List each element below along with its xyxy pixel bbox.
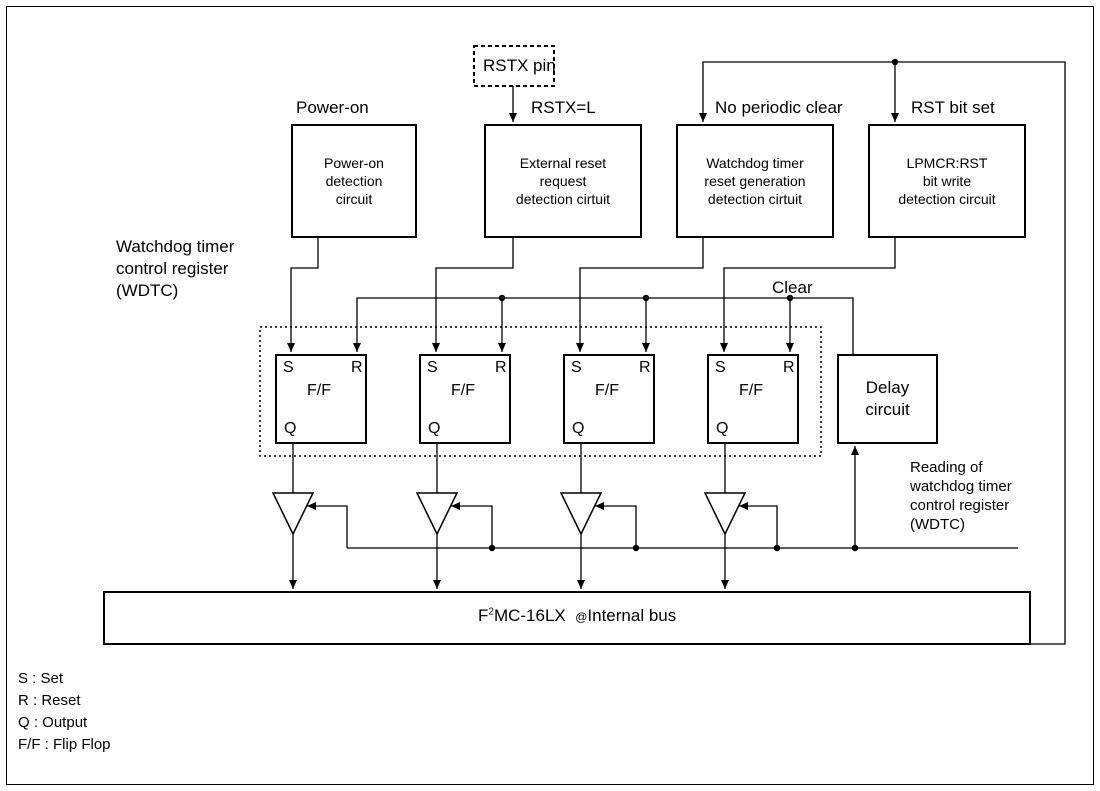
ff-name-label: F/F — [451, 382, 475, 399]
block-line: LPMCR:RST — [906, 154, 988, 171]
block-line: detection — [325, 172, 383, 189]
bus-prefix: F — [478, 606, 489, 625]
label-line: Watchdog timer — [116, 237, 235, 256]
lpmcr-rst-detection-block: LPMCR:RST bit write detection circuit — [869, 125, 1025, 237]
label-line: control register — [116, 259, 229, 278]
block-line: Power-on — [324, 154, 384, 171]
block-line: detection cirtuit — [707, 191, 803, 208]
ff-output-label: Q — [716, 420, 729, 437]
ff-set-label: S — [715, 359, 726, 376]
ff-name-label: F/F — [739, 382, 763, 399]
label-line: watchdog timer — [910, 478, 1012, 495]
block-line: detection cirtuit — [515, 191, 611, 208]
external-reset-detection-block: External reset request detection cirtuit — [485, 125, 641, 237]
wdtc-register-label: Watchdog timer control register (WDTC) — [116, 236, 234, 302]
legend-item: F/F : Flip Flop — [18, 736, 111, 753]
diagram-frame — [6, 6, 1094, 785]
block-line: request — [539, 172, 587, 189]
block-line: circuit — [865, 400, 910, 419]
ff-output-label: Q — [572, 420, 585, 437]
block-line: bit write — [922, 172, 972, 189]
ff-set-label: S — [283, 359, 294, 376]
bus-at-symbol: @ — [575, 610, 588, 624]
power-on-label: Power-on — [296, 98, 369, 117]
label-line: control register — [910, 497, 1010, 514]
block-line: External reset — [519, 154, 607, 171]
label-line: (WDTC) — [116, 281, 179, 300]
rstx-low-label: RSTX=L — [531, 98, 596, 117]
reading-wdtc-label: Reading of watchdog timer control regist… — [910, 458, 1012, 534]
ff-output-label: Q — [284, 420, 297, 437]
label-line: Reading of — [910, 459, 983, 476]
bus-superscript: 2 — [488, 606, 494, 618]
legend: S : Set R : Reset Q : Output F/F : Flip … — [18, 668, 111, 756]
no-periodic-clear-label: No periodic clear — [715, 98, 843, 117]
bus-name: Internal bus — [587, 606, 677, 625]
delay-circuit-block: Delay circuit — [838, 355, 937, 443]
block-line: reset generation — [704, 172, 806, 189]
legend-item: Q : Output — [18, 714, 88, 731]
ff-reset-label: R — [351, 359, 363, 376]
block-line: Delay — [865, 377, 910, 397]
ff-reset-label: R — [495, 359, 507, 376]
legend-item: R : Reset — [18, 692, 81, 709]
ff-output-label: Q — [428, 420, 441, 437]
ff-set-label: S — [571, 359, 582, 376]
ff-set-label: S — [427, 359, 438, 376]
legend-item: S : Set — [18, 670, 64, 687]
ff-reset-label: R — [639, 359, 651, 376]
bus-mcu-name: MC-16LX — [493, 606, 566, 625]
power-on-detection-block: Power-on detection circuit — [292, 125, 416, 237]
ff-reset-label: R — [783, 359, 795, 376]
block-line: detection circuit — [898, 191, 996, 208]
ff-name-label: F/F — [307, 382, 331, 399]
clear-label: Clear — [772, 278, 813, 297]
rst-bit-set-label: RST bit set — [911, 98, 995, 117]
block-line: circuit — [335, 191, 373, 208]
internal-bus-label: F2MC-16LX @Internal bus — [478, 606, 676, 626]
ff-name-label: F/F — [595, 382, 619, 399]
label-line: (WDTC) — [910, 516, 965, 533]
rstx-pin-label: RSTX pin — [483, 56, 556, 75]
block-line: Watchdog timer — [706, 154, 804, 171]
watchdog-reset-detection-block: Watchdog timer reset generation detectio… — [677, 125, 833, 237]
